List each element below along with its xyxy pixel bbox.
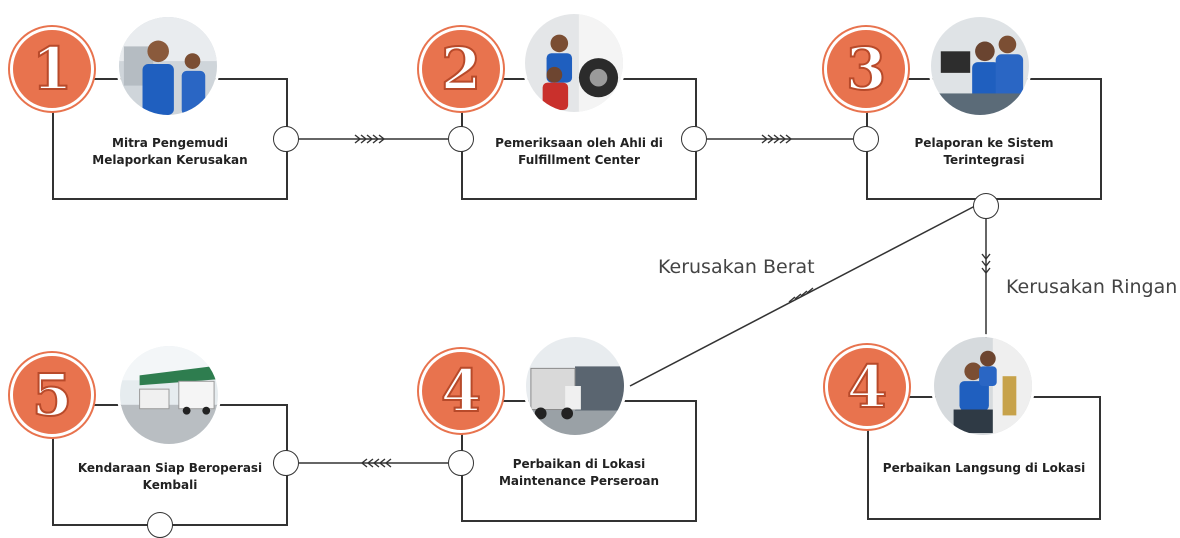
step-3-badge: 3 [824, 27, 908, 111]
step-4-heavy-number: 4 [440, 357, 482, 425]
step-4-light-label: Perbaikan Langsung di Lokasi [882, 461, 1086, 475]
step-4-light-number: 4 [846, 353, 888, 421]
step-5-in-node [273, 450, 299, 476]
step-3-number: 3 [845, 35, 887, 103]
step-5-number: 5 [31, 361, 73, 429]
onsite-repair-photo [931, 334, 1035, 438]
connector-3-4b [629, 205, 976, 387]
step-2-in-node [448, 126, 474, 152]
step-2-badge: 2 [419, 27, 503, 111]
step-2-number: 2 [440, 35, 482, 103]
step-3-out-node [973, 193, 999, 219]
arrow-chevrons [354, 134, 991, 468]
step-4-heavy-badge: 4 [419, 349, 503, 433]
computer-reporting-photo [928, 14, 1032, 118]
branch-heavy-label: Kerusakan Berat [658, 256, 815, 278]
branch-light-label: Kerusakan Ringan [1006, 276, 1178, 298]
step-5-badge: 5 [10, 353, 94, 437]
step-1-badge: 1 [10, 27, 94, 111]
step-3-in-node [853, 126, 879, 152]
trucks-ready-photo [117, 343, 221, 447]
step-5-bottom-node [147, 512, 173, 538]
step-4-heavy-box: Perbaikan di Lokasi Maintenance Perseroa… [461, 400, 697, 522]
step-1-number: 1 [31, 35, 73, 103]
step-2-out-node [681, 126, 707, 152]
step-5-label: Kendaraan Siap Beroperasi Kembali [77, 461, 263, 492]
maintenance-location-photo [523, 334, 627, 438]
step-1-label: Mitra Pengemudi Melaporkan Kerusakan [92, 136, 248, 167]
driver-photo [116, 14, 220, 118]
inspection-photo [522, 11, 626, 115]
step-2-label: Pemeriksaan oleh Ahli di Fulfillment Cen… [495, 136, 663, 167]
step-4-heavy-out-node [448, 450, 474, 476]
step-4-light-badge: 4 [825, 345, 909, 429]
step-3-label: Pelaporan ke Sistem Terintegrasi [914, 136, 1054, 167]
step-4-heavy-label: Perbaikan di Lokasi Maintenance Perseroa… [498, 457, 660, 488]
step-1-out-node [273, 126, 299, 152]
